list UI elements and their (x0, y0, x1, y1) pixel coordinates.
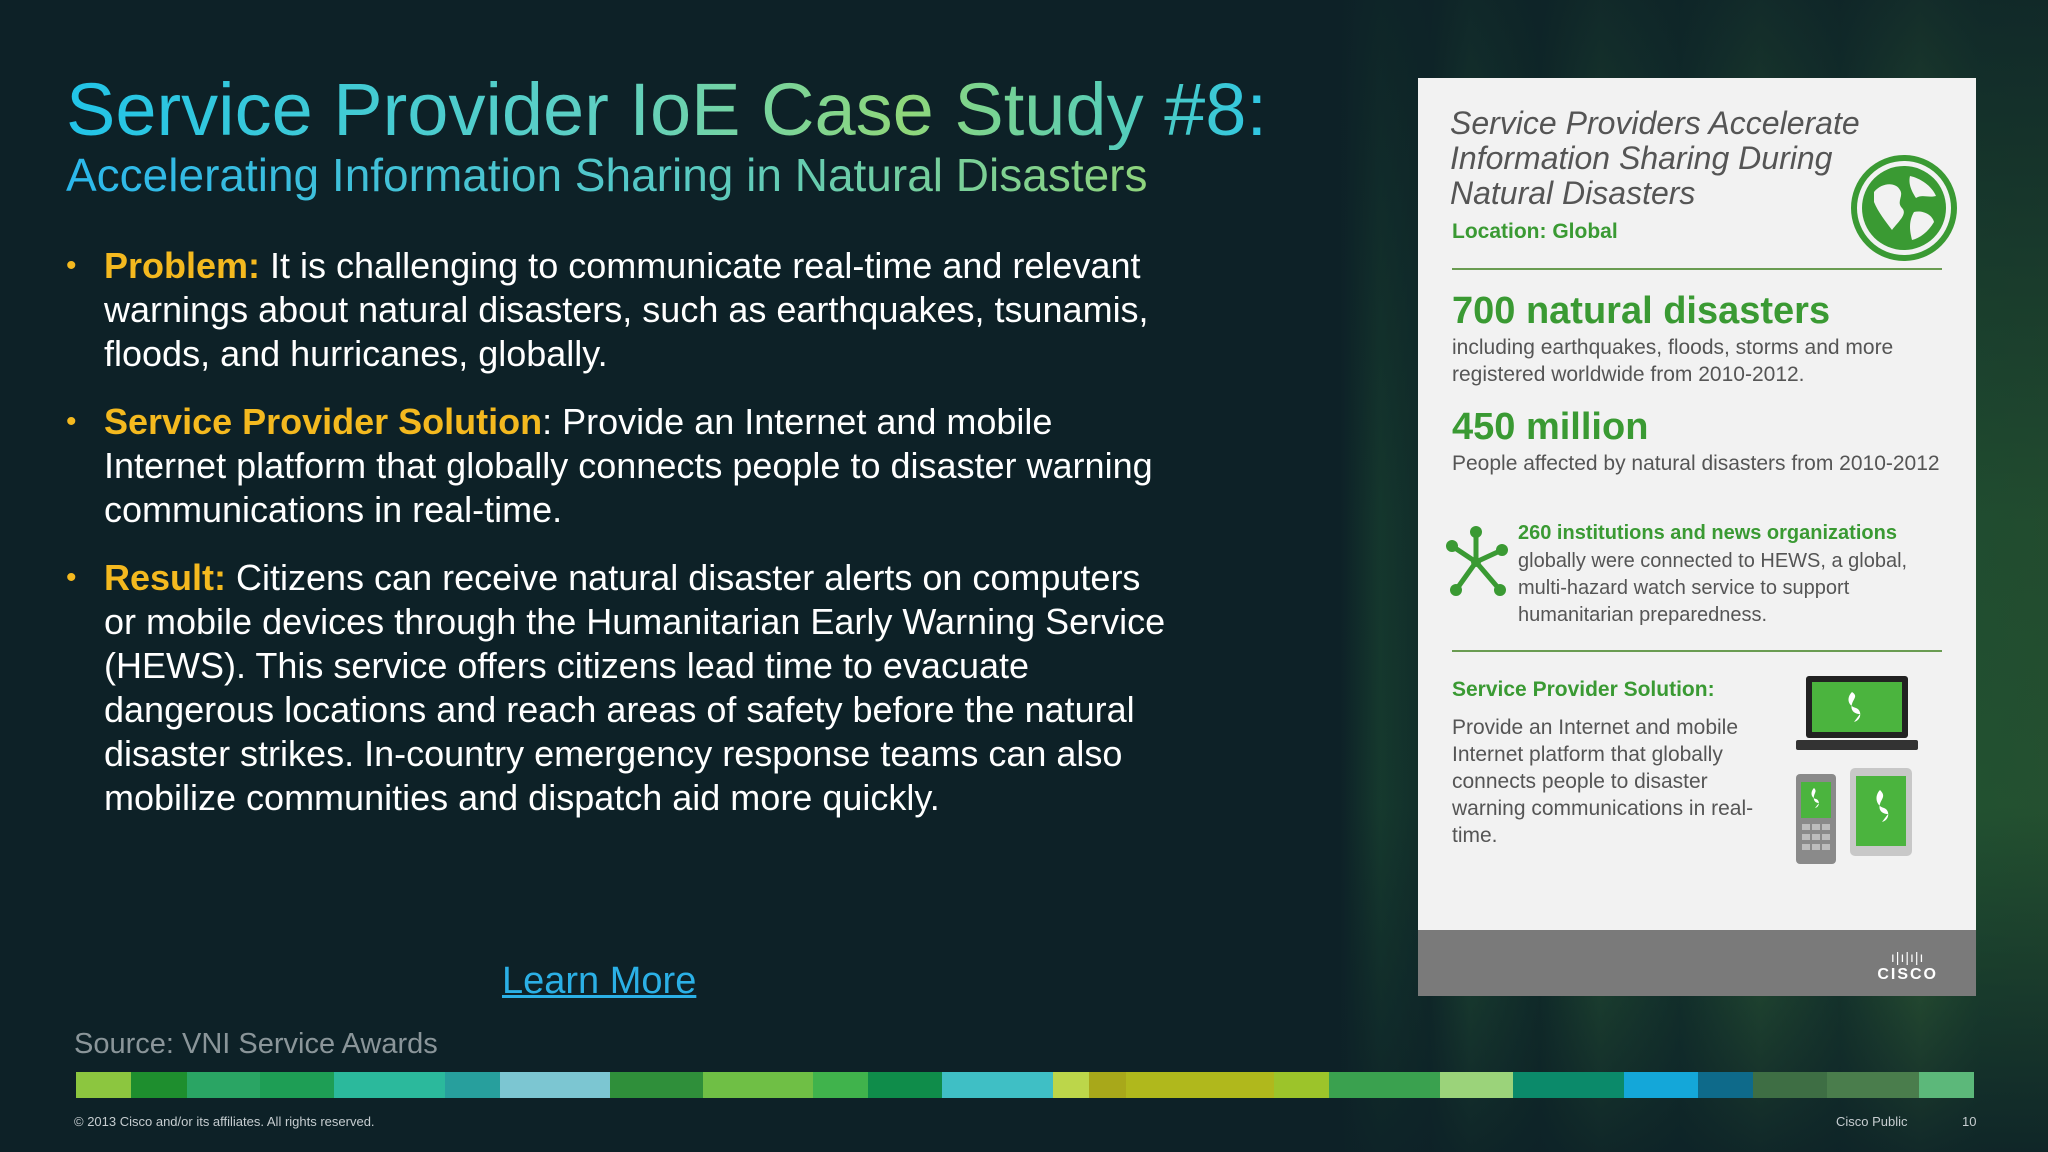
infographic-title: Service Providers Accelerate Information… (1450, 105, 1860, 211)
laptop-icon (1796, 676, 1918, 750)
bullet-text: It is challenging to communicate real-ti… (104, 245, 1149, 374)
stat-disasters-desc: including earthquakes, floods, storms an… (1452, 336, 1894, 386)
color-bar-segment (1273, 1072, 1330, 1098)
decorative-color-bar (76, 1072, 1974, 1098)
tablet-icon (1850, 768, 1912, 856)
globe-icon (1851, 155, 1957, 261)
infographic-location: Location: Global (1452, 220, 1618, 243)
infographic-card: Service Providers Accelerate Information… (1418, 78, 1976, 996)
color-bar-segment (186, 1072, 261, 1098)
copyright-text: © 2013 Cisco and/or its affiliates. All … (74, 1114, 375, 1129)
bullet-text: Citizens can receive natural disaster al… (104, 557, 1166, 818)
institutions-desc: globally were connected to HEWS, a globa… (1518, 550, 1908, 626)
color-bar-segment (1623, 1072, 1698, 1098)
learn-more-link[interactable]: Learn More (502, 960, 697, 1002)
devices-illustration (1796, 676, 1918, 864)
bullet-lead: Result: (104, 557, 227, 598)
color-bar-segment (1513, 1072, 1624, 1098)
color-bar-segment (1697, 1072, 1753, 1098)
divider (1452, 650, 1942, 652)
solution-title: Service Provider Solution: (1452, 678, 1715, 701)
page-title: Service Provider IoE Case Study #8: (66, 68, 1268, 151)
bullet-list: • Problem: It is challenging to communic… (66, 244, 1176, 844)
page-subtitle: Accelerating Information Sharing in Natu… (66, 149, 1148, 201)
color-bar-segment (1826, 1072, 1919, 1098)
stat-affected-desc: People affected by natural disasters fro… (1452, 452, 1940, 475)
color-bar-segment (813, 1072, 869, 1098)
infographic-footer: ı|ı|ı|ı CISCO (1418, 930, 1976, 996)
color-bar-segment (1089, 1072, 1127, 1098)
bullet-dot-icon: • (66, 405, 77, 438)
source-note: Source: VNI Service Awards (74, 1028, 438, 1060)
color-bar-segment (610, 1072, 703, 1098)
divider (1452, 268, 1942, 270)
bullet-result: • Result: Citizens can receive natural d… (66, 556, 1176, 820)
color-bar-segment (1052, 1072, 1090, 1098)
cisco-logo: ı|ı|ı|ı CISCO (1877, 948, 1938, 984)
bullet-problem: • Problem: It is challenging to communic… (66, 244, 1176, 376)
bullet-dot-icon: • (66, 249, 77, 282)
color-bar-segment (1439, 1072, 1514, 1098)
color-bar-segment (1329, 1072, 1440, 1098)
cisco-logo-word: CISCO (1877, 966, 1938, 983)
color-bar-segment (702, 1072, 814, 1098)
bullet-dot-icon: • (66, 561, 77, 594)
phone-icon (1796, 774, 1836, 864)
page-number: 10 (1962, 1114, 1977, 1129)
color-bar-segment (868, 1072, 943, 1098)
bullet-text: : Provide an Internet and mobile Interne… (104, 401, 1153, 530)
color-bar-segment (1752, 1072, 1827, 1098)
color-bar-segment (499, 1072, 611, 1098)
color-bar-segment (76, 1072, 132, 1098)
color-bar-segment (1126, 1072, 1274, 1098)
bullet-lead: Service Provider Solution (104, 401, 543, 442)
solution-desc: Provide an Internet and mobile Internet … (1452, 716, 1754, 847)
stat-affected: 450 million (1452, 406, 1649, 448)
bullet-solution: • Service Provider Solution: Provide an … (66, 400, 1176, 532)
cisco-logo-bars: ı|ı|ı|ı (1890, 949, 1925, 965)
color-bar-segment (260, 1072, 334, 1098)
classification-label: Cisco Public (1836, 1114, 1908, 1129)
network-hub-icon (1446, 526, 1508, 596)
bullet-lead: Problem: (104, 245, 261, 286)
institutions-title: 260 institutions and news organizations (1518, 522, 1897, 544)
color-bar-segment (942, 1072, 1053, 1098)
color-bar-segment (444, 1072, 500, 1098)
color-bar-segment (1918, 1072, 1974, 1098)
stat-disasters: 700 natural disasters (1452, 290, 1831, 332)
color-bar-segment (333, 1072, 445, 1098)
color-bar-segment (131, 1072, 187, 1098)
